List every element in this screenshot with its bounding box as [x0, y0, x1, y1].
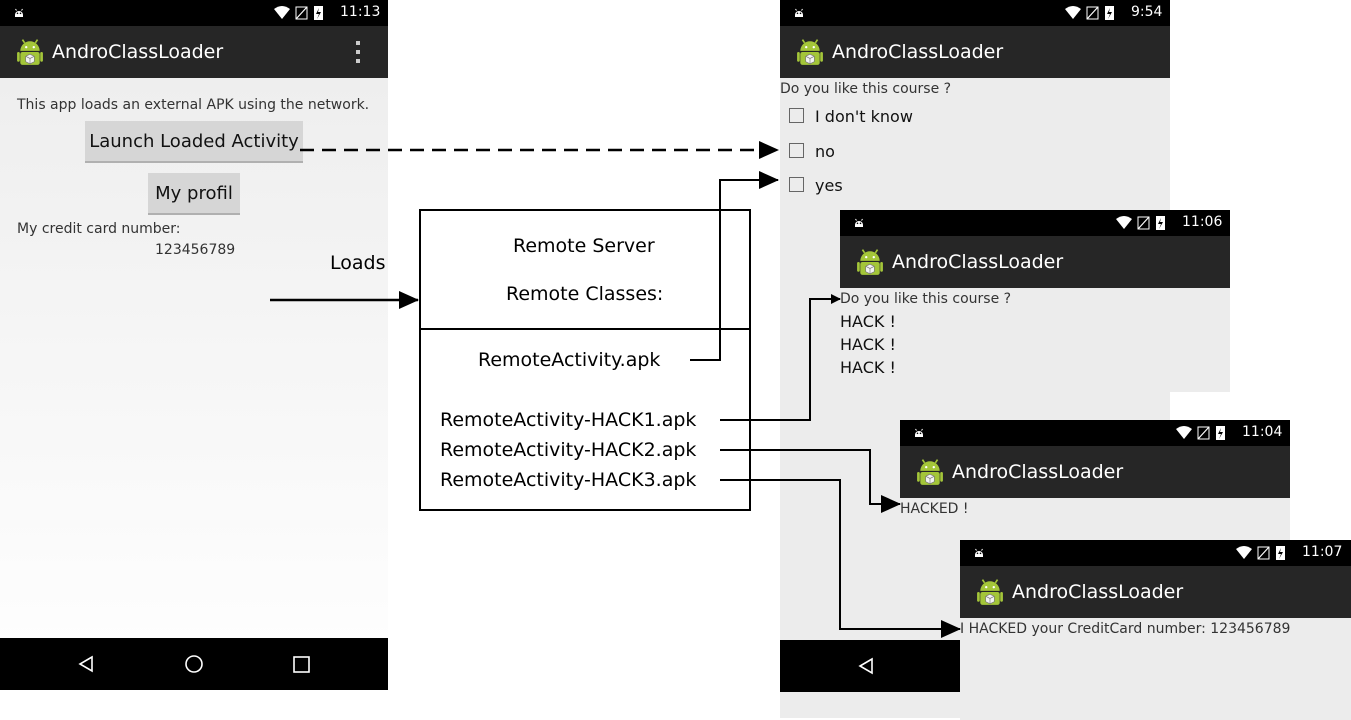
file-remote-activity-hack1: RemoteActivity-HACK1.apk: [440, 409, 697, 431]
android-notification-icon: [974, 548, 984, 558]
app-title: AndroClassLoader: [832, 41, 1004, 63]
screen-hack1: [840, 288, 1230, 392]
option-yes: yes: [815, 176, 843, 195]
hack2-action-bar: AndroClassLoader: [900, 446, 1290, 498]
checkbox-dont-know[interactable]: [789, 108, 804, 123]
app-logo-icon: [977, 578, 1003, 606]
status-icons: [1236, 546, 1286, 561]
quiz-status-bar: 9:54: [780, 0, 1170, 26]
hack3-message: I HACKED your CreditCard number: 1234567…: [960, 621, 1291, 637]
app-logo-icon: [797, 38, 823, 66]
option-dont-know: I don't know: [815, 107, 913, 126]
app-logo-icon: [857, 248, 883, 276]
app-description: This app loads an external APK using the…: [17, 97, 370, 113]
overflow-menu-icon[interactable]: [354, 40, 362, 64]
back-icon[interactable]: [857, 657, 875, 675]
hack1-question: Do you like this course ?: [840, 291, 1012, 307]
hack2-status-bar: 11:04: [900, 420, 1290, 446]
status-time: 11:04: [1242, 424, 1283, 440]
app-title: AndroClassLoader: [1012, 581, 1184, 603]
launch-loaded-activity-button[interactable]: Launch Loaded Activity: [85, 121, 303, 163]
back-icon[interactable]: [77, 655, 95, 673]
android-notification-icon: [14, 8, 24, 18]
credit-card-value: 123456789: [155, 242, 236, 258]
hack3-action-bar: AndroClassLoader: [960, 566, 1351, 618]
hack1-line: HACK !: [840, 358, 896, 377]
android-notification-icon: [794, 8, 804, 18]
checkbox-no[interactable]: [789, 143, 804, 158]
app-title: AndroClassLoader: [52, 41, 224, 63]
status-icons: [274, 6, 324, 21]
quiz-nav-bar: [780, 640, 960, 692]
quiz-action-bar: AndroClassLoader: [780, 26, 1170, 78]
status-time: 11:07: [1302, 544, 1343, 560]
hack1-line: HACK !: [840, 312, 896, 331]
recents-icon[interactable]: [293, 656, 310, 673]
status-time: 11:13: [340, 4, 381, 20]
my-profil-button[interactable]: My profil: [148, 173, 240, 215]
android-notification-icon: [854, 218, 864, 228]
hack1-action-bar: AndroClassLoader: [840, 236, 1230, 288]
hack3-status-bar: 11:07: [960, 540, 1351, 566]
quiz-question: Do you like this course ?: [780, 81, 952, 97]
file-remote-activity: RemoteActivity.apk: [478, 349, 661, 371]
file-remote-activity-hack3: RemoteActivity-HACK3.apk: [440, 469, 697, 491]
option-no: no: [815, 142, 835, 161]
status-time: 9:54: [1131, 4, 1163, 20]
remote-server-title: Remote Server: [513, 235, 655, 257]
remote-classes-title: Remote Classes:: [506, 283, 664, 305]
status-icons: [1065, 6, 1115, 21]
hack1-status-bar: 11:06: [840, 210, 1230, 236]
app-logo-icon: [17, 38, 43, 66]
credit-card-label: My credit card number:: [17, 221, 181, 237]
android-notification-icon: [914, 428, 924, 438]
hack1-line: HACK !: [840, 335, 896, 354]
status-icons: [1116, 216, 1166, 231]
hack2-message: HACKED !: [900, 501, 969, 517]
screen-hack3: [960, 618, 1351, 720]
action-bar: AndroClassLoader: [0, 26, 388, 78]
app-title: AndroClassLoader: [952, 461, 1124, 483]
phone-main: [0, 0, 388, 690]
loads-label: Loads: [330, 252, 386, 274]
remote-server-divider: [419, 328, 751, 330]
status-icons: [1176, 426, 1226, 441]
checkbox-yes[interactable]: [789, 177, 804, 192]
file-remote-activity-hack2: RemoteActivity-HACK2.apk: [440, 439, 697, 461]
status-time: 11:06: [1182, 214, 1223, 230]
home-icon[interactable]: [184, 654, 204, 674]
status-bar: 11:13: [0, 0, 388, 26]
nav-bar: [0, 638, 388, 690]
app-title: AndroClassLoader: [892, 251, 1064, 273]
app-logo-icon: [917, 458, 943, 486]
